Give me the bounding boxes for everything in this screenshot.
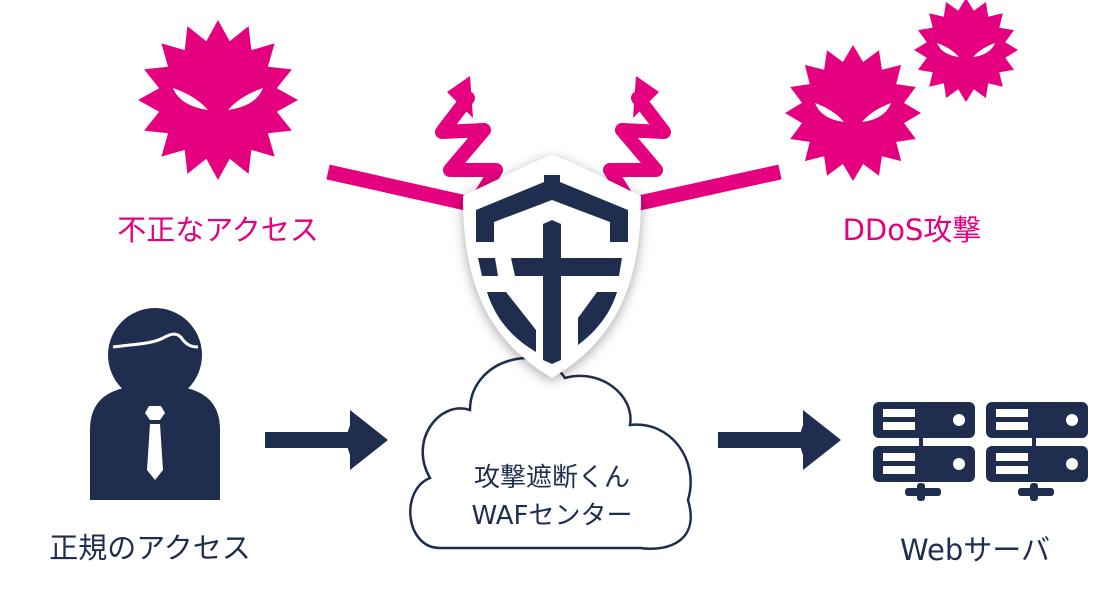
label-ddos-attack: DDoS攻撃	[843, 213, 982, 247]
attack-lines	[326, 76, 782, 213]
lightning-icon-left	[435, 91, 503, 203]
shield-icon	[463, 155, 641, 378]
server-icon	[873, 402, 1088, 501]
virus-icon-unauthorized	[138, 20, 298, 180]
cloud-icon	[409, 357, 692, 550]
server-slot	[883, 422, 915, 430]
server-slot	[883, 453, 915, 461]
server-led	[953, 414, 965, 426]
label-unauthorized-access: 不正なアクセス	[117, 213, 319, 247]
waf-center-line1: 攻撃遮断くん	[474, 463, 630, 493]
label-web-server: Webサーバ	[900, 533, 1050, 567]
server-connector	[1030, 483, 1038, 501]
server-slot	[996, 466, 1028, 474]
virus-icon-ddos-small	[914, 0, 1018, 102]
person-icon	[90, 308, 220, 500]
waf-center-line2: WAFセンター	[471, 501, 632, 531]
server-led	[1066, 414, 1078, 426]
server-slot	[996, 453, 1028, 461]
server-slot	[883, 409, 915, 417]
arrow-right-icon-access	[265, 410, 388, 470]
arrow-right-icon-server	[718, 410, 841, 470]
server-led	[953, 458, 965, 470]
server-slot	[996, 422, 1028, 430]
lightning-icon-right	[603, 91, 671, 203]
server-slot	[883, 466, 915, 474]
virus-icon-ddos-large	[785, 45, 921, 181]
label-legitimate-access: 正規のアクセス	[49, 531, 251, 565]
server-slot	[996, 409, 1028, 417]
server-connector	[917, 483, 925, 501]
server-led	[1066, 458, 1078, 470]
